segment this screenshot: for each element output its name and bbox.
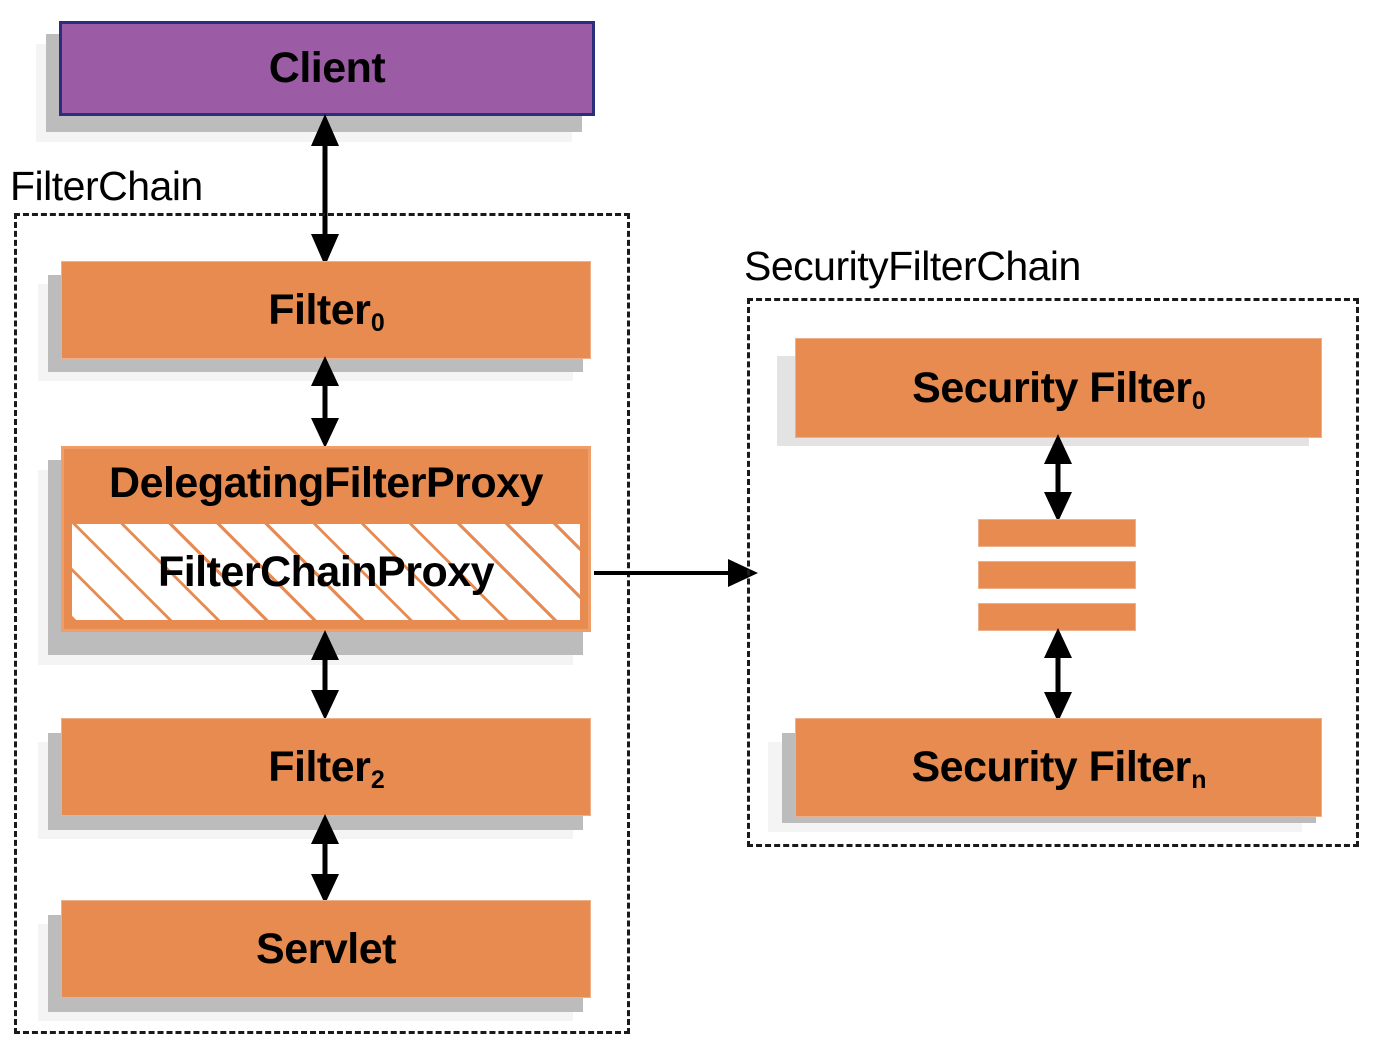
arrow-bars-securityfiltern [1044, 628, 1072, 722]
arrow-client-filter0 [311, 114, 339, 266]
security-filter-ellipsis-bar-2 [978, 561, 1136, 589]
arrow-securityfilter0-bars [1044, 434, 1072, 522]
arrow-dfp-filter2 [311, 630, 339, 720]
node-client[interactable]: Client [59, 21, 595, 116]
group-filterchain [14, 213, 630, 1034]
client-label: Client [268, 44, 386, 92]
filter0-label: Filter0 [268, 285, 385, 337]
arrow-filter0-dfp [311, 356, 339, 448]
dfp-title-row: DelegatingFilterProxy [64, 449, 588, 517]
security-filter0-label: Security Filter0 [912, 363, 1206, 415]
node-filter-chain-proxy[interactable]: FilterChainProxy [71, 523, 581, 621]
group-securityfilterchain [747, 298, 1359, 847]
arrow-fcp-to-securityfilterchain [594, 559, 758, 587]
delegating-filter-proxy-label: DelegatingFilterProxy [109, 458, 543, 507]
filter2-label: Filter2 [268, 742, 385, 794]
node-filter2[interactable]: Filter2 [61, 718, 591, 816]
node-security-filter-n[interactable]: Security Filtern [795, 718, 1322, 817]
node-delegating-filter-proxy[interactable]: DelegatingFilterProxy FilterChainProxy [61, 446, 591, 632]
node-security-filter0[interactable]: Security Filter0 [795, 338, 1322, 438]
filter-chain-proxy-label: FilterChainProxy [157, 547, 495, 596]
security-filter-ellipsis-bar-1 [978, 519, 1136, 547]
node-filter0[interactable]: Filter0 [61, 261, 591, 359]
arrow-filter2-servlet [311, 814, 339, 904]
node-servlet[interactable]: Servlet [61, 900, 591, 998]
group-label-filterchain: FilterChain [10, 163, 203, 209]
servlet-label: Servlet [256, 924, 396, 973]
security-filter-n-label: Security Filtern [911, 743, 1207, 795]
group-label-securityfilterchain: SecurityFilterChain [744, 243, 1081, 289]
security-filter-ellipsis-bar-3 [978, 603, 1136, 631]
